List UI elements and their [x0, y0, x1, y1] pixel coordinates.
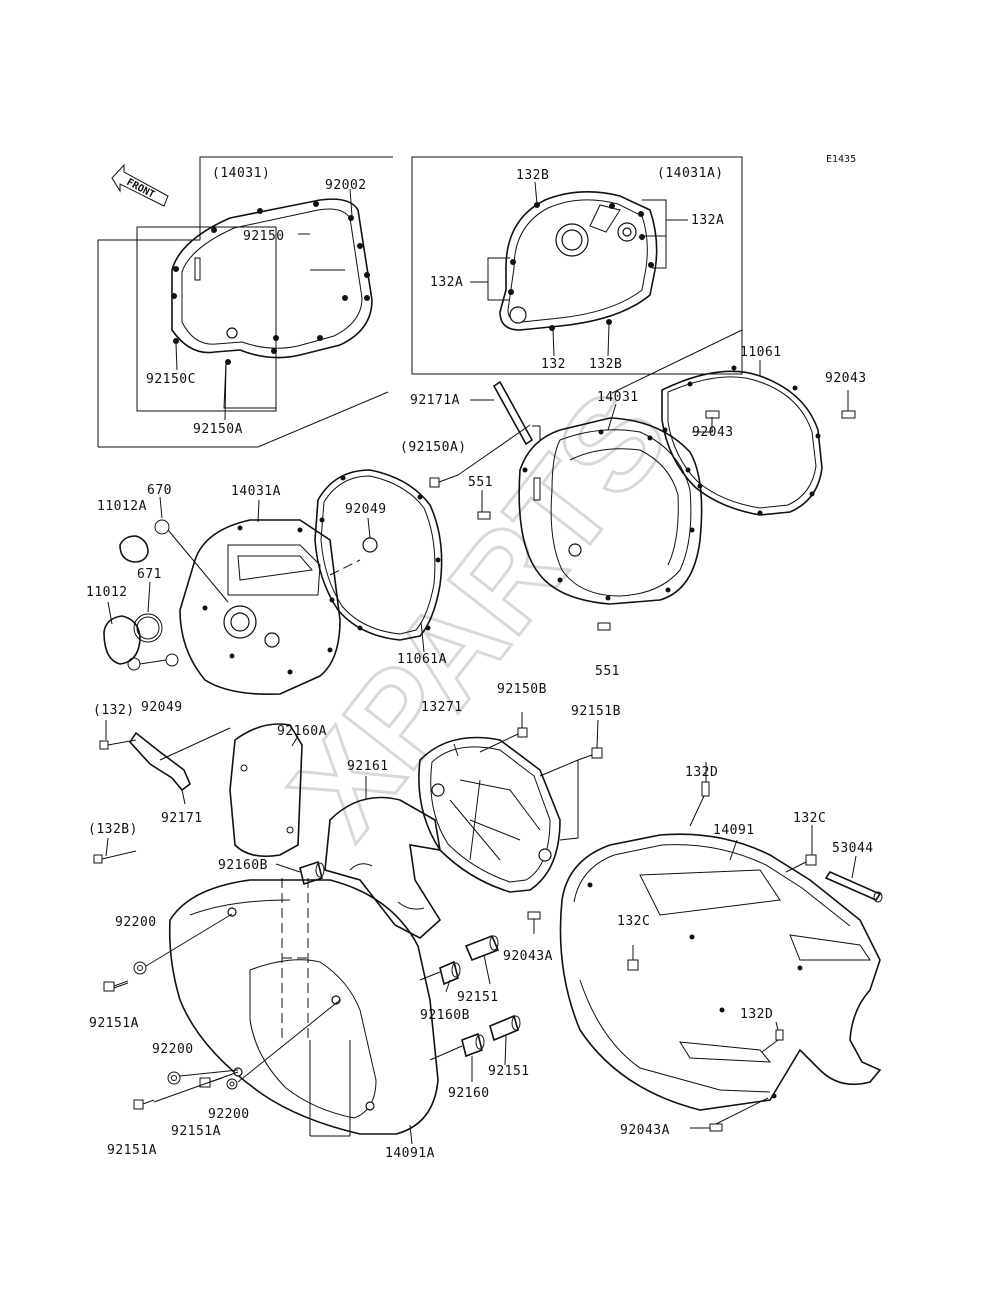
part-seal-92049: [127, 653, 179, 671]
part-collar-92160: [419, 971, 485, 1082]
label-92049-bottom: 92049: [141, 700, 183, 715]
label-14031-inset: (14031): [212, 166, 270, 181]
label-92151A-middle: 92151A: [171, 1124, 221, 1139]
label-14091A: 14091A: [385, 1146, 435, 1161]
label-14091: 14091: [713, 823, 755, 838]
label-53044: 53044: [832, 841, 874, 856]
label-92043-right: 92043: [825, 371, 867, 386]
leaders-inset-right: [470, 181, 688, 357]
label-92150: 92150: [243, 229, 285, 244]
label-92049-top: 92049: [345, 502, 387, 517]
label-11061A: 11061A: [397, 652, 447, 667]
part-cap-11012: [103, 601, 141, 665]
label-92200-bottom: 92200: [208, 1107, 250, 1122]
label-132: 132: [541, 357, 566, 372]
part-cap-11012A: [119, 535, 149, 563]
label-11012: 11012: [86, 585, 128, 600]
part-cover-14031: [518, 417, 703, 605]
part-cover-14031-inset: [171, 198, 373, 365]
part-bracket-92171: [93, 720, 231, 864]
part-gasket-11061: [661, 365, 823, 516]
label-92151-top: 92151: [457, 990, 499, 1005]
part-bolt-132D: [689, 762, 784, 1053]
front-arrow-icon: FRONT: [111, 163, 169, 207]
part-dowel-92043A: [527, 911, 769, 1132]
part-cover-14031A: [179, 499, 361, 696]
label-92043-middle: 92043: [692, 425, 734, 440]
label-92200-middle: 92200: [152, 1042, 194, 1057]
label-92171: 92171: [161, 811, 203, 826]
part-bolt-132C: [627, 825, 817, 971]
label-92002: 92002: [325, 178, 367, 193]
label-132B-bottom: 132B: [589, 357, 622, 372]
label-670: 670: [147, 483, 172, 498]
part-cover-13271: [418, 736, 561, 893]
part-cover-14091A: [168, 879, 439, 1145]
label-551-bottom: 551: [595, 664, 620, 679]
part-oring-671: [133, 581, 163, 643]
part-plate-92160A: [229, 723, 303, 858]
part-bolt-92150A: [429, 424, 531, 488]
label-132D-top: 132D: [685, 765, 718, 780]
inset-frame-right: [411, 156, 743, 394]
label-92043A-middle: 92043A: [503, 949, 553, 964]
label-92160A: 92160A: [277, 724, 327, 739]
label-92160B-top: 92160B: [218, 858, 268, 873]
label-14031A: 14031A: [231, 484, 281, 499]
label-11061: 11061: [740, 345, 782, 360]
part-bolt-92150B: [479, 712, 528, 753]
label-671: 671: [137, 567, 162, 582]
label-92151A-left: 92151A: [89, 1016, 139, 1031]
part-collar-92160B: [275, 860, 461, 993]
label-92043A-bottom: 92043A: [620, 1123, 670, 1138]
label-14031A-inset: (14031A): [657, 166, 724, 181]
label-92150A: 92150A: [193, 422, 243, 437]
label-132B-paren: (132B): [88, 822, 138, 837]
label-92160: 92160: [448, 1086, 490, 1101]
label-92150C: 92150C: [146, 372, 196, 387]
part-dowel-92043: [692, 360, 856, 433]
part-cover-14031A-inset: [499, 191, 658, 331]
label-92161: 92161: [347, 759, 389, 774]
part-bolt-92151A: [103, 980, 239, 1110]
inset-frame-left: [97, 156, 393, 448]
leaders-14091A: [281, 878, 351, 1137]
label-92150A-paren: (92150A): [400, 440, 467, 455]
label-92171A: 92171A: [410, 393, 460, 408]
part-pin-53044: [824, 855, 883, 903]
label-132-paren: (132): [93, 703, 135, 718]
drawing-code: E1435: [826, 154, 856, 165]
label-14031: 14031: [597, 390, 639, 405]
leaders-inset-left: [175, 188, 353, 421]
part-washer-92200: [133, 913, 341, 1090]
part-dowel-551: [477, 490, 611, 631]
label-132B-top: 132B: [516, 168, 549, 183]
part-plate-92161: [324, 776, 442, 939]
part-oring-670: [154, 496, 229, 603]
label-92150B: 92150B: [497, 682, 547, 697]
label-92160B-bottom: 92160B: [420, 1008, 470, 1023]
label-132C-top: 132C: [793, 811, 826, 826]
part-bolt-92151B: [539, 719, 603, 841]
label-551-top: 551: [468, 475, 493, 490]
label-92151A-bottom: 92151A: [107, 1143, 157, 1158]
label-92200-top: 92200: [115, 915, 157, 930]
leader-14031: [607, 403, 617, 431]
label-132A-left: 132A: [430, 275, 463, 290]
label-132D-bottom: 132D: [740, 1007, 773, 1022]
part-cover-14091: [559, 833, 882, 1111]
label-132A-right: 132A: [691, 213, 724, 228]
label-92151B: 92151B: [571, 704, 621, 719]
part-collar-92151: [464, 934, 521, 1066]
part-labels: (14031) 92002 92150 92150C 92150A 132B (…: [86, 166, 874, 1161]
label-92151-bottom: 92151: [488, 1064, 530, 1079]
label-11012A: 11012A: [97, 499, 147, 514]
part-bracket-92171A: [470, 380, 541, 446]
label-13271: 13271: [421, 700, 463, 715]
label-132C-middle: 132C: [617, 914, 650, 929]
